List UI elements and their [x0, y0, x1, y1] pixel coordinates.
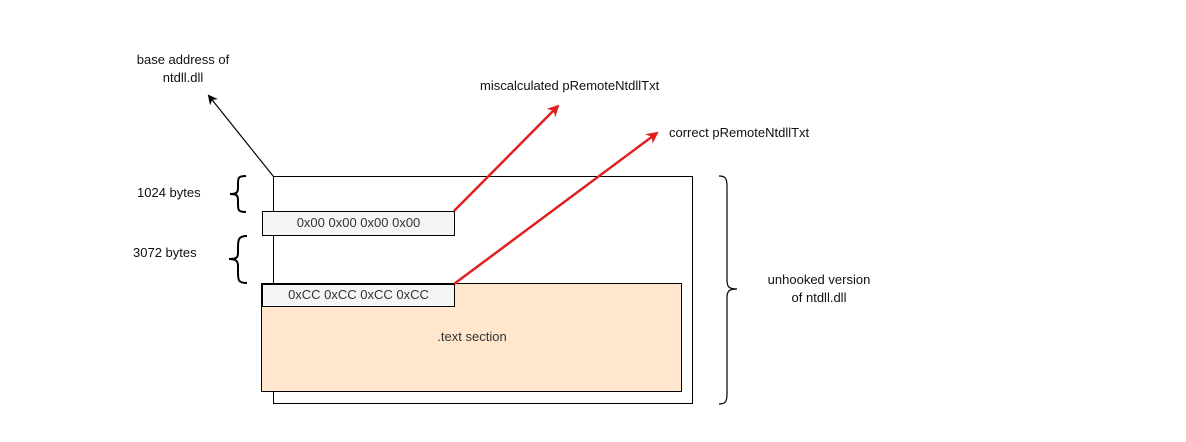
correct-arrow	[453, 131, 659, 286]
bytes-3072-label: 3072 bytes	[133, 245, 197, 260]
bytes-1024-label: 1024 bytes	[137, 185, 201, 200]
unhooked-label: unhooked version of ntdll.dll	[752, 271, 886, 307]
cc-bytes-label: 0xCC 0xCC 0xCC 0xCC	[288, 287, 429, 302]
base-address-arrow	[207, 94, 274, 177]
zero-bytes-label: 0x00 0x00 0x00 0x00	[296, 215, 421, 230]
unhooked-label-line2: of ntdll.dll	[791, 290, 847, 305]
unhooked-label-line1: unhooked version	[767, 272, 871, 287]
base-address-label-line1: base address of	[136, 52, 230, 67]
cc-bytes-box	[262, 284, 455, 307]
correct-label: correct pRemoteNtdllTxt	[669, 125, 810, 140]
brace-1024-bytes	[229, 175, 247, 213]
miscalculated-label: miscalculated pRemoteNtdllTxt	[480, 78, 660, 93]
base-address-label: base address of ntdll.dll	[127, 51, 239, 87]
brace-3072-bytes	[228, 235, 248, 284]
miscalculated-arrow	[453, 104, 560, 212]
text-section-label: .text section	[437, 329, 507, 344]
zero-bytes-box	[262, 211, 455, 236]
brace-unhooked-ntdll	[718, 175, 738, 405]
base-address-label-line2: ntdll.dll	[162, 70, 204, 85]
